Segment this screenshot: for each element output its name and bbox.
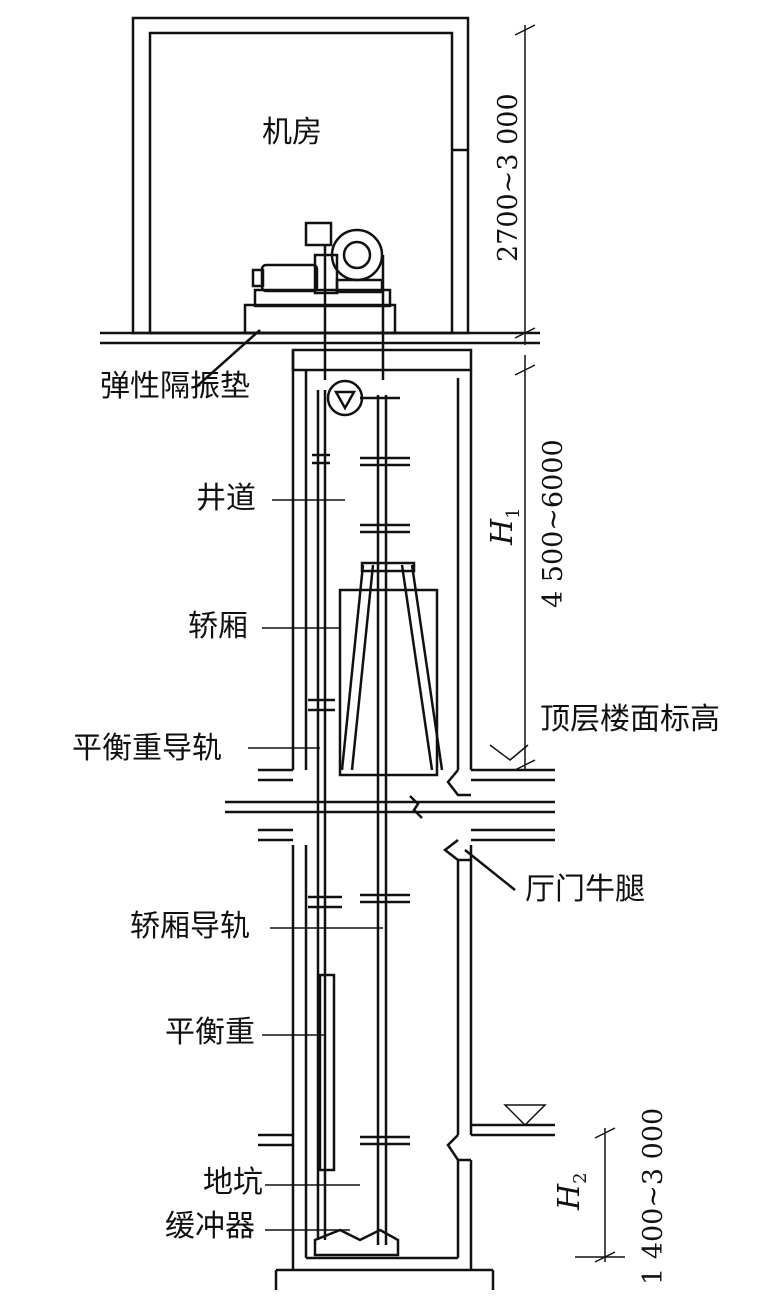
car-label: 轿厢 [188, 609, 248, 644]
machine-room-floor-slab [100, 331, 540, 345]
top-floor-slab [258, 768, 555, 842]
counterweight-block [318, 973, 336, 1172]
h1-symbol: H1 [485, 507, 524, 545]
vibration-pad-leader [194, 329, 261, 389]
car-rail-label: 轿厢导轨 [130, 909, 250, 944]
pit-depth-dim: 1 400~3 000 [638, 1107, 669, 1285]
top-floor-level-label: 顶层楼面标高 [540, 702, 720, 737]
car-rails [360, 395, 410, 1245]
counterweight-rail-label: 平衡重导轨 [72, 731, 222, 766]
machine-room-label: 机房 [262, 115, 322, 150]
traction-machine [243, 221, 397, 380]
shaft-walls [274, 350, 495, 1290]
buffer [313, 1228, 400, 1257]
pit-label: 地坑 [203, 1165, 263, 1200]
landing-door-sill [442, 769, 516, 1162]
sheave [326, 379, 400, 417]
overhead-height-dim: 4 500~6000 [538, 439, 569, 608]
vibration-pad-label: 弹性隔振垫 [100, 369, 250, 404]
counterweight-rails [308, 390, 342, 1240]
car [338, 561, 444, 777]
pit-landing-slab [258, 1123, 555, 1147]
counterweight-label: 平衡重 [165, 1015, 255, 1050]
dimension-lines [489, 24, 625, 1263]
machine-room [131, 16, 470, 335]
leader-lines [248, 499, 383, 1231]
h2-symbol: H2 [552, 1172, 591, 1210]
machine-room-height-dim: 2700~3 000 [493, 93, 524, 262]
buffer-label: 缓冲器 [165, 1209, 255, 1244]
landing-door-sill-label: 厅门牛腿 [525, 872, 645, 907]
break-lines [225, 795, 555, 819]
shaft-label: 井道 [196, 481, 256, 516]
